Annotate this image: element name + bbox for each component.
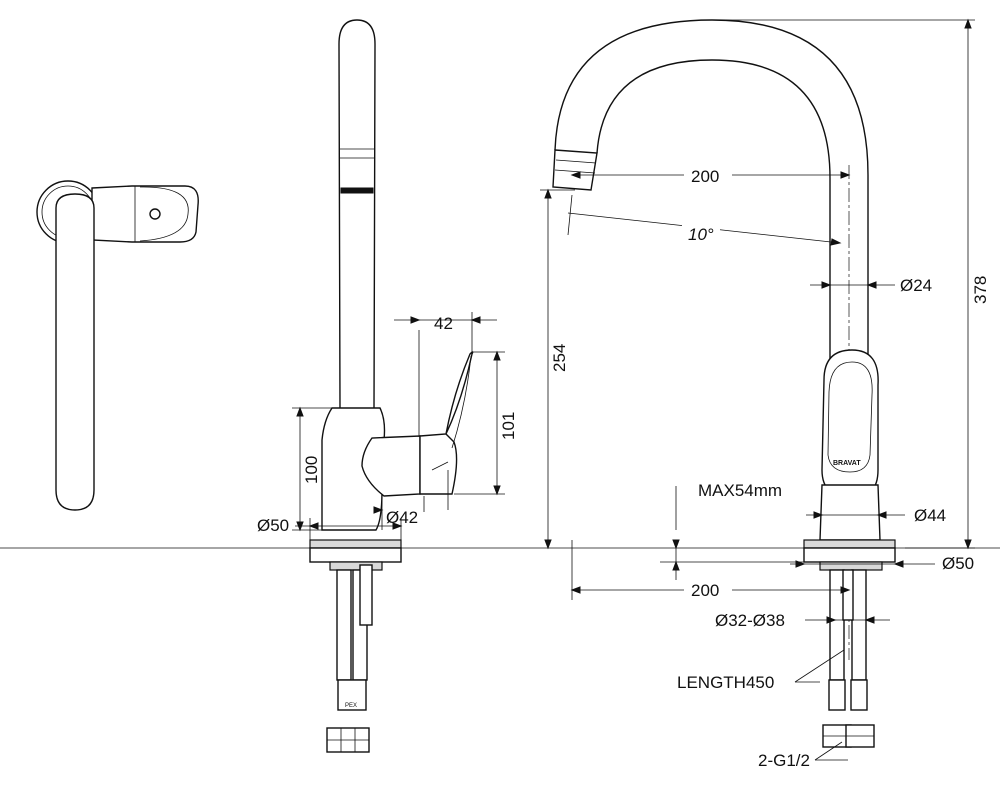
front-view-dimensions: 254 200 10° Ø24 378 MAX54mm Ø44 [540,18,990,770]
dim-length450: LENGTH450 [677,673,774,692]
dim-24: Ø24 [900,276,932,295]
dim-32-38: Ø32-Ø38 [715,611,785,630]
side-view-hose-fitting [337,679,367,711]
front-view-spout-tip [552,149,598,191]
dim-42-bottom: Ø42 [386,508,418,527]
top-view [36,180,199,511]
dim-50-right: Ø50 [942,554,974,573]
front-view-fitting-right [850,679,868,711]
front-view-base-ring [803,539,896,549]
dim-100: 100 [302,456,321,484]
dim-50-left: Ø50 [257,516,289,535]
side-view-lever [419,351,474,495]
side-view: PEX [309,19,474,753]
dim-254: 254 [550,344,569,372]
dim-angle: 10° [688,225,714,244]
side-view-dimensions: 42 101 100 Ø50 Ø42 [257,312,518,540]
front-view-body [821,349,879,499]
front-view-handle-face [827,361,873,473]
dim-378: 378 [971,276,990,304]
front-view-brand: BRAVAT [833,460,861,467]
top-view-screw-icon [149,208,161,220]
top-view-handle [91,185,199,243]
front-view-spout-inner [596,59,831,380]
dim-200-bottom: 200 [691,581,719,600]
side-view-spout [338,19,376,411]
side-view-lever-edge [431,355,472,471]
top-view-handle-edge [134,186,189,242]
side-view-gasket [329,561,383,571]
front-view-hose-right [851,569,867,681]
front-view-base-washer [803,547,896,563]
front-view-fitting-left [828,679,846,711]
front-view: BRAVAT [552,19,896,748]
dim-44: Ø44 [914,506,946,525]
top-view-spout [55,193,95,511]
front-view-spout-outer [554,19,869,380]
dim-101: 101 [499,412,518,440]
side-view-hose-left [336,569,352,681]
front-view-column [819,484,881,541]
front-view-hose-left [829,569,845,681]
side-view-base-washer [309,547,402,563]
front-view-stud [842,569,854,621]
side-view-hose-tag: PEX [345,703,357,709]
side-view-base-ring [309,539,402,549]
dim-200-top: 200 [691,167,719,186]
side-view-stud [359,564,373,626]
side-view-handle-hub [361,435,421,497]
side-view-body [321,407,386,531]
front-view-gasket [819,561,883,571]
dim-max54: MAX54mm [698,481,782,500]
dim-g12: 2-G1/2 [758,751,810,770]
side-view-aerator-ring [340,187,374,194]
dim-42-top: 42 [434,314,453,333]
